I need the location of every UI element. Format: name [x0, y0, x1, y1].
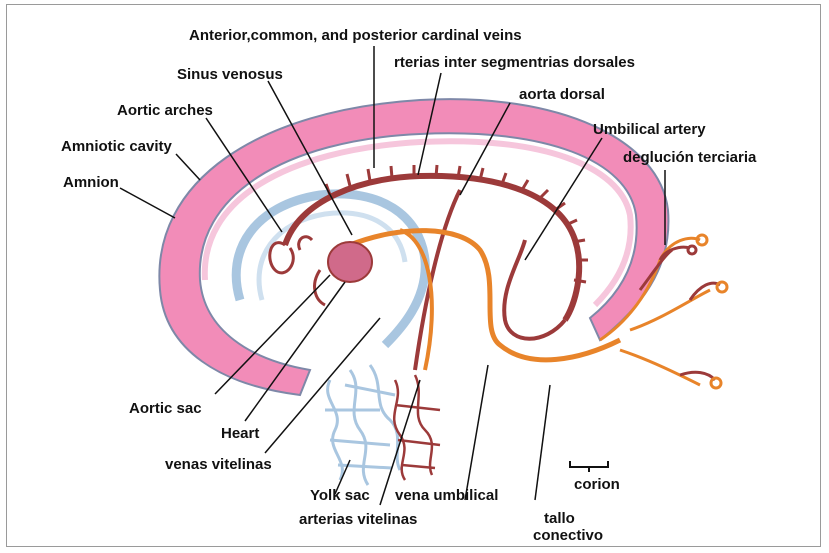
label-aorta-dorsal: aorta dorsal — [519, 87, 605, 102]
label-aortic-sac: Aortic sac — [129, 401, 202, 416]
label-amniotic-cavity: Amniotic cavity — [61, 139, 172, 154]
label-sinus-venosus: Sinus venosus — [177, 67, 283, 82]
label-intersegmental: rterias inter segmentrias dorsales — [394, 55, 635, 70]
label-amnion: Amnion — [63, 175, 119, 190]
label-cardinal-veins: Anterior,common, and posterior cardinal … — [189, 28, 522, 43]
label-umbilical-artery: Umbilical artery — [593, 122, 706, 137]
corion-bracket — [570, 461, 608, 472]
label-arterias-vitelinas: arterias vitelinas — [299, 512, 417, 527]
aortic-arches — [270, 237, 312, 273]
label-conectivo: conectivo — [533, 528, 603, 543]
label-tallo: tallo — [544, 511, 575, 526]
aortic-sac-shape — [315, 270, 325, 305]
heart-shape — [328, 242, 372, 282]
label-corion: corion — [574, 477, 620, 492]
label-vena-umbilical: vena umbilical — [395, 488, 498, 503]
vitelline-network — [325, 365, 400, 485]
label-deglucion: deglución terciaria — [623, 150, 756, 165]
label-aortic-arches: Aortic arches — [117, 103, 213, 118]
label-heart: Heart — [221, 426, 259, 441]
umbilical-artery — [504, 240, 565, 339]
label-yolk-sac: Yolk sac — [310, 488, 370, 503]
label-venas-vitelinas: venas vitelinas — [165, 457, 272, 472]
